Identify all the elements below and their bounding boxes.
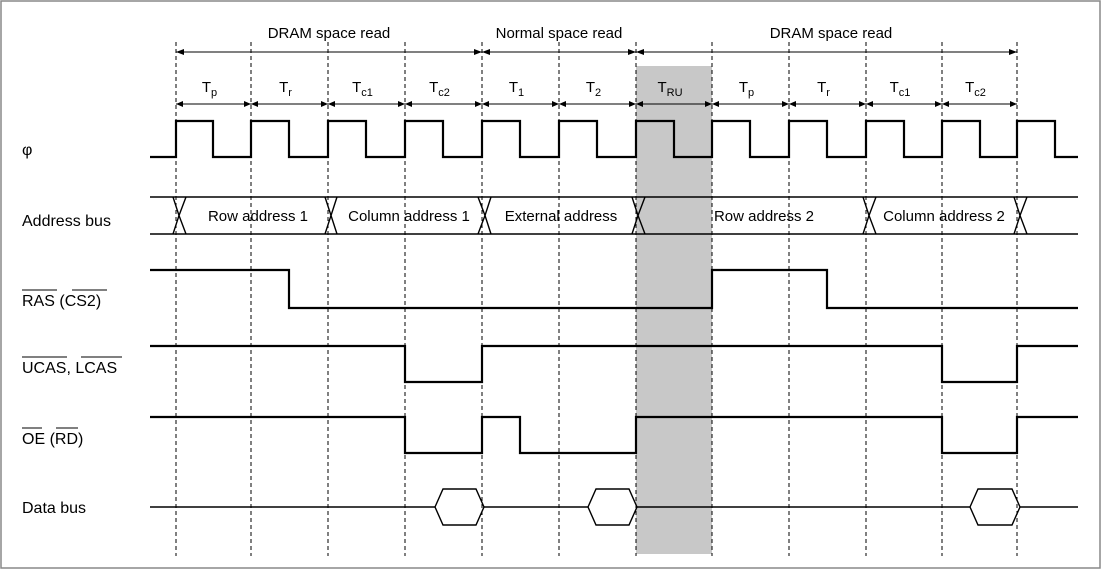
- address-segment-row2: Row address 2: [714, 208, 814, 225]
- state-arrowhead: [859, 101, 866, 107]
- oe-rd: RD: [55, 431, 78, 448]
- state-main: T: [352, 79, 361, 96]
- state-main: T: [739, 79, 748, 96]
- address-bus-label: Address bus: [22, 213, 111, 230]
- state-arrowhead: [251, 101, 258, 107]
- state-main: T: [279, 79, 288, 96]
- state-arrowhead: [398, 101, 405, 107]
- oe-open: (: [45, 431, 55, 448]
- state-main: T: [657, 79, 666, 96]
- state-label-2: Tc1: [352, 79, 373, 99]
- cas-waveform: [150, 344, 1078, 384]
- state-sub: 2: [595, 87, 601, 99]
- phase-label-2: Normal space read: [496, 25, 623, 42]
- state-label-10: Tc2: [965, 79, 986, 99]
- phase-arrow-left: [176, 49, 184, 55]
- state-sub: 1: [518, 87, 524, 99]
- state-main: T: [429, 79, 438, 96]
- state-arrowhead: [935, 101, 942, 107]
- state-main: T: [965, 79, 974, 96]
- phi-waveform: [150, 119, 1078, 159]
- state-sub: c1: [361, 87, 373, 99]
- address-segment-col2: Column address 2: [883, 208, 1005, 225]
- cas-sep: ,: [66, 360, 75, 377]
- state-sub: r: [826, 87, 830, 99]
- state-arrowhead: [1010, 101, 1017, 107]
- state-sub: p: [748, 87, 754, 99]
- state-main: T: [202, 79, 211, 96]
- state-label-6: TRU: [657, 79, 682, 99]
- phase-brackets: DRAM space read Normal space read DRAM s…: [176, 25, 1017, 55]
- state-arrowhead: [782, 101, 789, 107]
- signal-labels: φ Address bus RAS (CS2) UCAS, LCAS OE (R…: [22, 142, 122, 517]
- state-arrowhead: [942, 101, 949, 107]
- state-arrowhead: [176, 101, 183, 107]
- phase-label-1: DRAM space read: [268, 25, 391, 42]
- address-segment-row1: Row address 1: [208, 208, 308, 225]
- phase-arrow-mid-c: [628, 49, 636, 55]
- state-arrowhead: [866, 101, 873, 107]
- state-label-9: Tc1: [890, 79, 911, 99]
- ucas-name: UCAS: [22, 360, 66, 377]
- state-arrowhead: [705, 101, 712, 107]
- state-arrowhead: [328, 101, 335, 107]
- cas-label: UCAS, LCAS: [22, 360, 117, 377]
- state-main: T: [509, 79, 518, 96]
- lcas-name: LCAS: [75, 360, 117, 377]
- state-arrowhead: [405, 101, 412, 107]
- state-sub: p: [211, 87, 217, 99]
- data-bus-waveform: [150, 488, 1078, 526]
- address-bus-waveform: Row address 1 Column address 1 External …: [150, 196, 1078, 235]
- state-arrowhead: [244, 101, 251, 107]
- state-main: T: [817, 79, 826, 96]
- ras-waveform: [150, 268, 1078, 310]
- phase-label-3: DRAM space read: [770, 25, 893, 42]
- oe-waveform: [150, 415, 1078, 455]
- state-arrowhead: [321, 101, 328, 107]
- state-label-1: Tr: [279, 79, 292, 99]
- address-segment-ext: External address: [505, 208, 618, 225]
- state-label-0: Tp: [202, 79, 217, 99]
- ras-name: RAS: [22, 293, 55, 310]
- ras-open: (: [55, 293, 65, 310]
- phi-label: φ: [22, 142, 32, 159]
- state-label-7: Tp: [739, 79, 754, 99]
- state-label-8: Tr: [817, 79, 830, 99]
- address-segment-col1: Column address 1: [348, 208, 470, 225]
- state-label-5: T2: [586, 79, 601, 99]
- state-arrowhead: [629, 101, 636, 107]
- state-arrowhead: [552, 101, 559, 107]
- state-sub: c1: [899, 87, 911, 99]
- phase-arrow-mid-d: [636, 49, 644, 55]
- state-arrowhead: [789, 101, 796, 107]
- oe-label: OE (RD): [22, 431, 83, 448]
- phase-arrow-mid-b: [482, 49, 490, 55]
- state-label-4: T1: [509, 79, 524, 99]
- oe-close: ): [78, 431, 83, 448]
- state-arrowhead: [712, 101, 719, 107]
- state-main: T: [890, 79, 899, 96]
- data-bus-label: Data bus: [22, 500, 86, 517]
- state-main: T: [586, 79, 595, 96]
- ras-label: RAS (CS2): [22, 293, 101, 310]
- state-arrowhead: [559, 101, 566, 107]
- state-label-3: Tc2: [429, 79, 450, 99]
- state-sub: c2: [438, 87, 450, 99]
- oe-name: OE: [22, 431, 45, 448]
- phase-arrow-right: [1009, 49, 1017, 55]
- address-bus-crossings: [172, 196, 1028, 235]
- state-sub: c2: [974, 87, 986, 99]
- phase-arrow-mid-a: [474, 49, 482, 55]
- state-arrowhead: [482, 101, 489, 107]
- state-sub: RU: [667, 87, 683, 99]
- ras-cs2: CS2: [65, 293, 96, 310]
- state-arrowhead: [636, 101, 643, 107]
- state-arrowhead: [475, 101, 482, 107]
- state-sub: r: [288, 87, 292, 99]
- ras-close: ): [96, 293, 101, 310]
